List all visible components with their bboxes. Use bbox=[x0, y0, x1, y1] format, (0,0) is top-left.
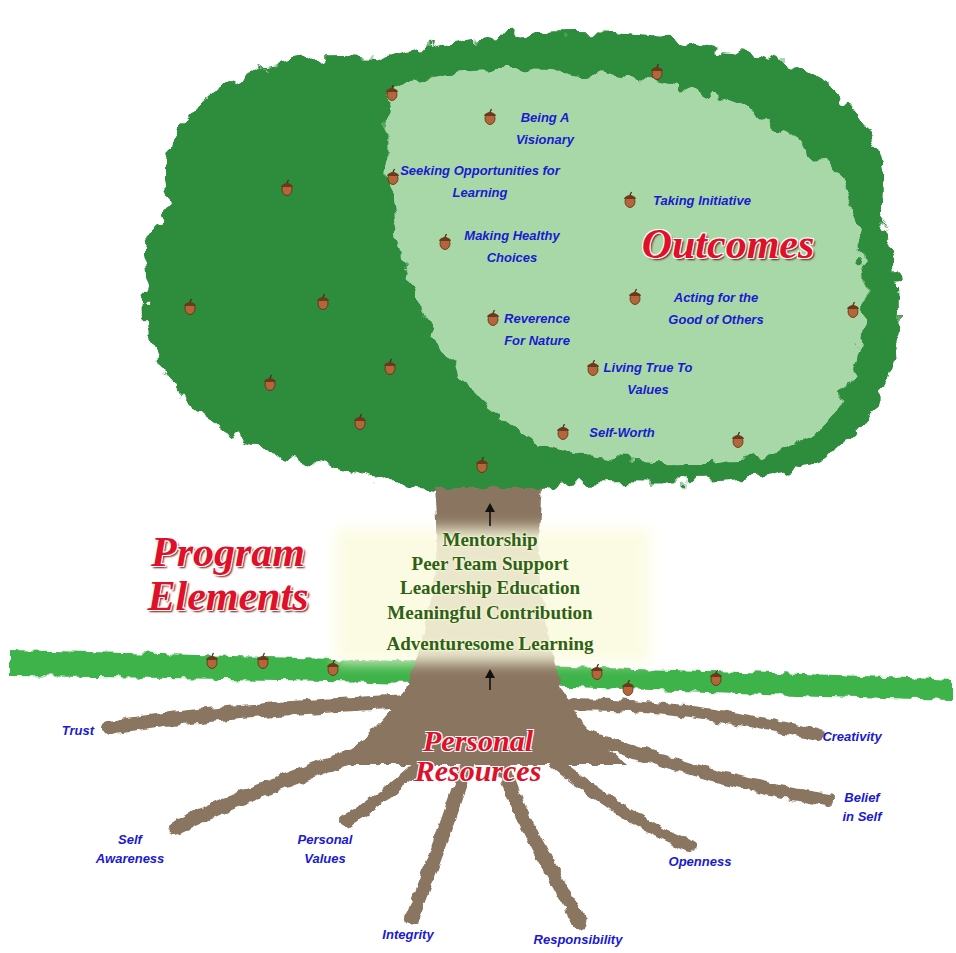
outcome-label: Living True To Values bbox=[603, 357, 693, 401]
acorn-icon bbox=[386, 85, 398, 101]
resource-label: Openness bbox=[655, 852, 745, 871]
acorn-icon bbox=[587, 360, 599, 376]
acorn-icon bbox=[484, 109, 496, 125]
roots bbox=[110, 700, 828, 924]
acorn-icon bbox=[557, 424, 569, 440]
acorn-icon bbox=[184, 299, 196, 315]
resource-label: Personal Values bbox=[285, 830, 365, 868]
resource-label: Integrity bbox=[363, 925, 453, 944]
outcome-label: Seeking Opportunities for Learning bbox=[398, 160, 563, 204]
outcome-label: Taking Initiative bbox=[637, 190, 767, 212]
canopy-dark bbox=[143, 32, 900, 495]
acorn-icon bbox=[387, 169, 399, 185]
section-heading: Personal Resources bbox=[373, 726, 583, 786]
acorn-icon bbox=[257, 653, 269, 669]
acorn-icon bbox=[354, 414, 366, 430]
acorn-icon bbox=[591, 664, 603, 680]
outcome-label: Making Healthy Choices bbox=[455, 225, 570, 269]
acorn-icon bbox=[264, 375, 276, 391]
acorn-icon bbox=[439, 234, 451, 250]
section-heading: Program Elements bbox=[108, 530, 348, 618]
section-heading: Outcomes bbox=[598, 222, 858, 266]
acorn-icon bbox=[281, 180, 293, 196]
acorn-icon bbox=[317, 294, 329, 310]
acorn-icon bbox=[384, 359, 396, 375]
acorn-icon bbox=[476, 457, 488, 473]
resource-label: Creativity bbox=[807, 727, 897, 746]
program-element: Mentorship bbox=[325, 528, 655, 552]
acorn-icon bbox=[624, 192, 636, 208]
outcome-label: Being A Visionary bbox=[500, 107, 590, 151]
acorn-icon bbox=[327, 660, 339, 676]
resource-label: Responsibility bbox=[518, 930, 638, 949]
program-element: Leadership Education bbox=[325, 576, 655, 600]
acorn-icon bbox=[651, 64, 663, 80]
program-element: Peer Team Support bbox=[325, 552, 655, 576]
program-element: Adventuresome Learning bbox=[325, 632, 655, 656]
acorn-icon bbox=[206, 653, 218, 669]
outcome-label: Self-Worth bbox=[572, 422, 672, 444]
outcome-label: Reverence For Nature bbox=[495, 308, 580, 352]
acorn-icon bbox=[629, 289, 641, 305]
acorn-icon bbox=[622, 680, 634, 696]
resource-label: Belief in Self bbox=[841, 788, 883, 826]
outcome-label: Acting for the Good of Others bbox=[656, 287, 776, 331]
acorn-icon bbox=[710, 670, 722, 686]
acorn-icon bbox=[487, 310, 499, 326]
canopy-light bbox=[387, 70, 864, 463]
resource-label: Trust bbox=[48, 721, 108, 740]
acorn-icon bbox=[732, 432, 744, 448]
acorn-icon bbox=[847, 302, 859, 318]
program-element: Meaningful Contribution bbox=[325, 601, 655, 625]
resource-label: Self Awareness bbox=[85, 830, 175, 868]
